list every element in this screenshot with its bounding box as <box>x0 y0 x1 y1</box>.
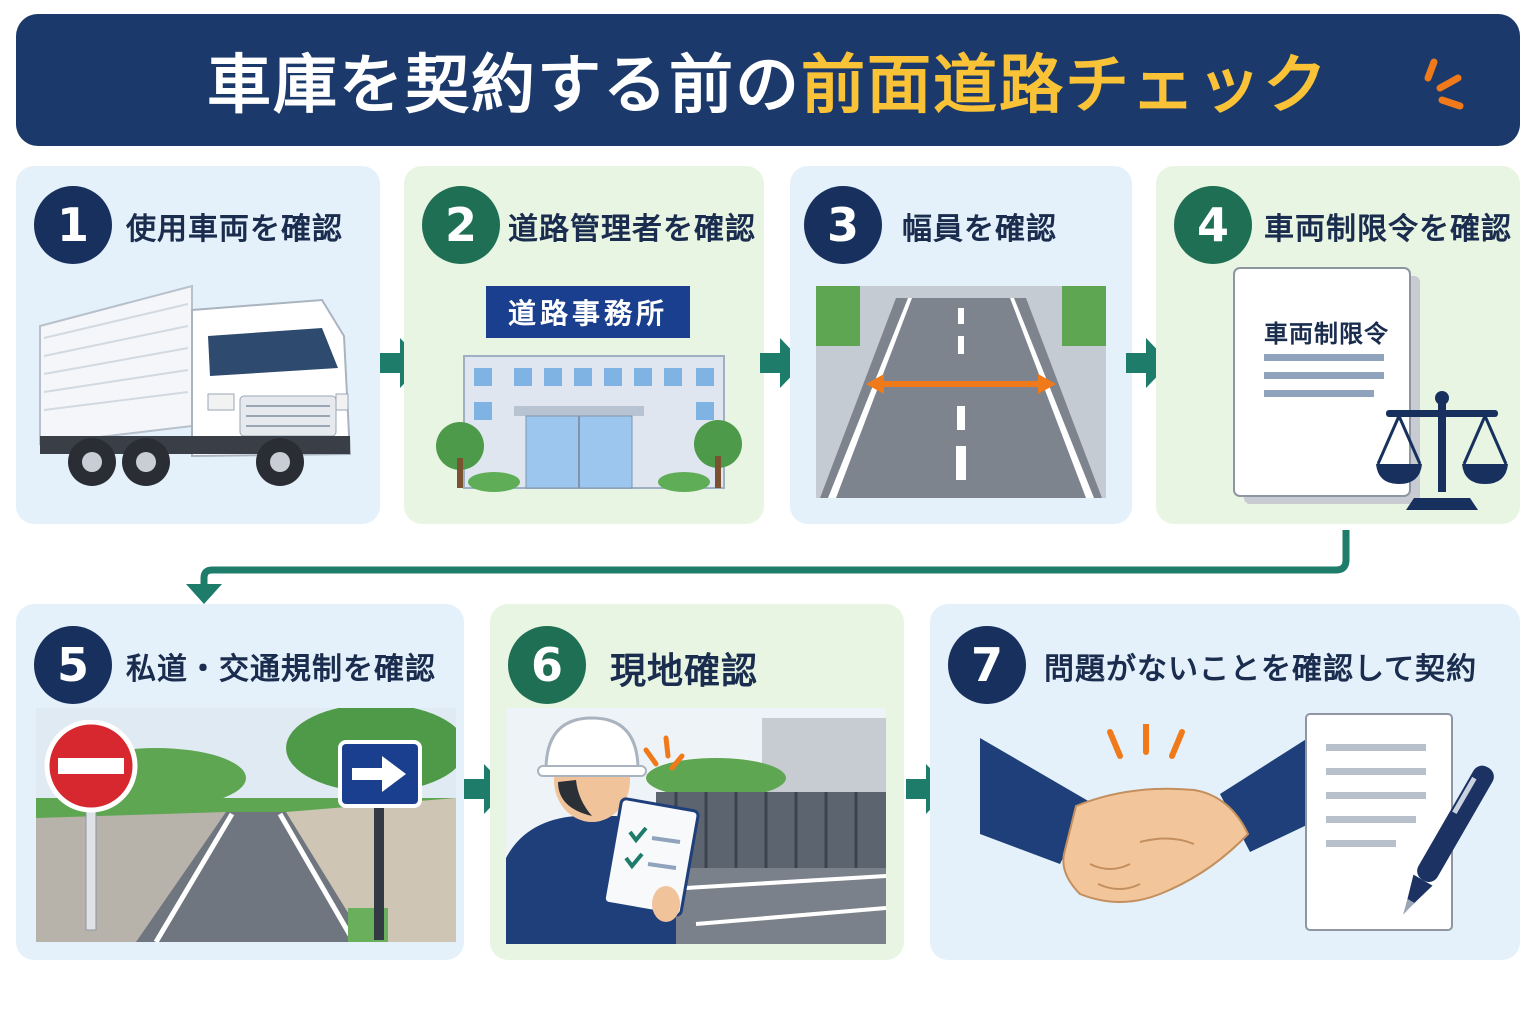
step-card-5: 5 私道・交通規制を確認 <box>16 604 464 960</box>
office-sign: 道路事務所 <box>486 286 690 338</box>
step-label: 使用車両を確認 <box>126 212 343 247</box>
step-label: 私道・交通規制を確認 <box>126 652 436 687</box>
page-title: 車庫を契約する前の <box>207 49 801 123</box>
office-sign-text: 道路事務所 <box>507 297 668 330</box>
spark-icon <box>1424 58 1464 110</box>
office-building-icon <box>436 355 742 492</box>
step-number-badge: 7 <box>948 626 1026 704</box>
step-label: 現地確認 <box>610 651 759 692</box>
flow-arrow-icon <box>380 338 424 388</box>
flow-arrow-icon <box>760 338 804 388</box>
step-number-badge: 4 <box>1174 186 1252 264</box>
flow-arrow-icon <box>464 764 508 814</box>
step-number-badge: 2 <box>422 186 500 264</box>
title-banner: 車庫を契約する前の 前面道路チェック <box>16 14 1520 146</box>
step-card-6: 6 現地確認 <box>490 604 904 960</box>
document-title: 車両制限令 <box>1264 320 1389 348</box>
road-width-icon <box>816 286 1106 498</box>
step-label: 道路管理者を確認 <box>508 212 756 247</box>
truck-icon <box>39 284 352 486</box>
flow-arrow-icon <box>906 764 950 814</box>
step-label: 幅員を確認 <box>902 212 1057 247</box>
pen-icon <box>1403 765 1494 915</box>
step-card-1: 1 使用車両を確認 <box>16 166 380 524</box>
step-number-badge: 5 <box>34 626 112 704</box>
step-card-7: 7 問題がないことを確認して契約 <box>930 604 1520 960</box>
one-way-sign-icon <box>338 740 422 940</box>
step-number-badge: 6 <box>508 626 586 704</box>
scales-icon <box>1376 391 1508 510</box>
no-entry-sign-icon <box>44 720 138 931</box>
step-number-badge: 3 <box>804 186 882 264</box>
handshake-icon <box>980 724 1330 903</box>
step-card-2: 2 道路管理者を確認 道路事務所 <box>404 166 764 524</box>
step-card-4: 4 車両制限令を確認 車両制限令 <box>1156 166 1520 524</box>
page-title-highlight: 前面道路チェック <box>801 49 1329 123</box>
inspector-icon <box>506 716 700 944</box>
document-icon <box>1233 267 1420 504</box>
flow-arrow-icon <box>1126 338 1170 388</box>
step-number-badge: 1 <box>34 186 112 264</box>
step-label: 問題がないことを確認して契約 <box>1044 652 1478 687</box>
step-label: 車両制限令を確認 <box>1264 212 1512 247</box>
step-card-3: 3 幅員を確認 <box>790 166 1132 524</box>
connector-arrow-icon <box>186 530 1350 604</box>
